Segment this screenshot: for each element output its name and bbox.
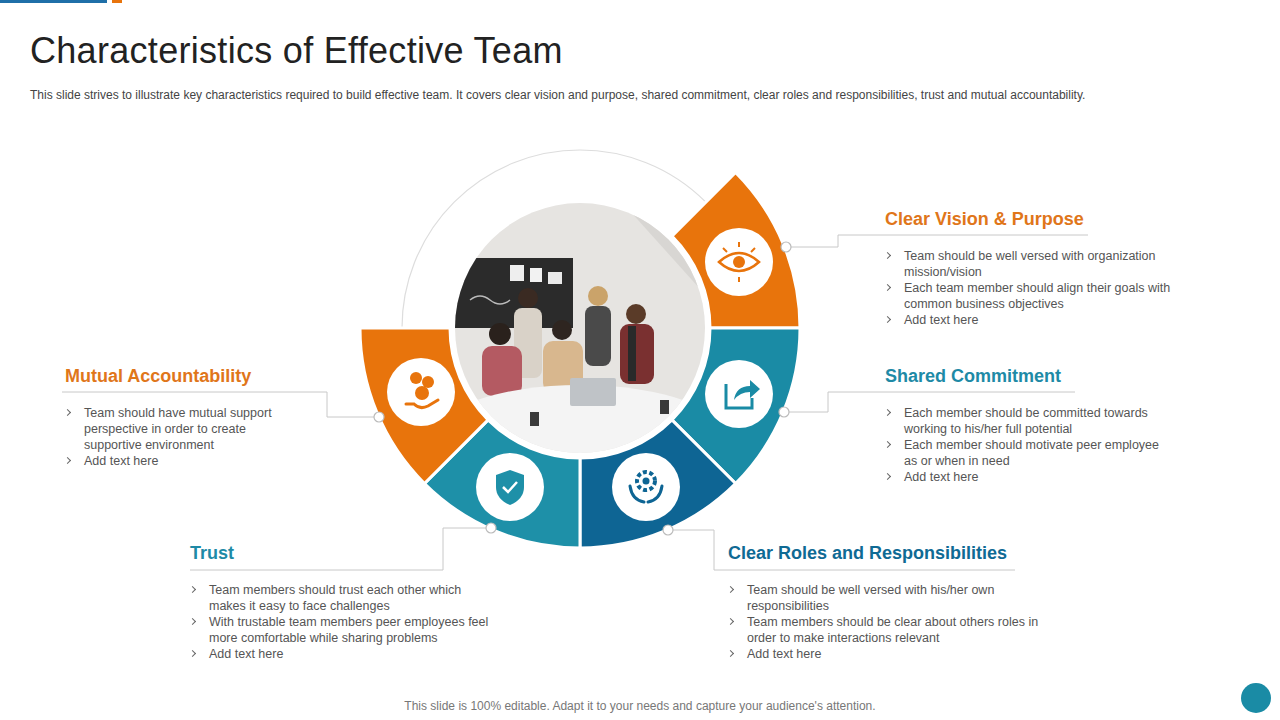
bullet-row: Each member should motivate peer employe… <box>885 437 1168 469</box>
bullet-row: Each team member should align their goal… <box>885 280 1194 312</box>
characteristic-block: Mutual AccountabilityTeam should have mu… <box>65 365 289 469</box>
bullet-text: Add text here <box>209 646 489 662</box>
vision-icon <box>705 228 773 296</box>
bullet-chevron <box>64 457 71 464</box>
bullet-text: Add text here <box>84 453 289 469</box>
bullet-chevron <box>727 586 734 593</box>
footer-note: This slide is 100% editable. Adapt it to… <box>0 698 1280 714</box>
characteristic-heading: Clear Roles and Responsibilities <box>728 542 1062 564</box>
bullet-row: Add text here <box>728 646 1062 662</box>
bullet-row: Team should be well versed with his/her … <box>728 582 1062 614</box>
characteristic-block: Clear Vision & PurposeTeam should be wel… <box>885 208 1194 328</box>
bullet-text: Add text here <box>904 469 1168 485</box>
bullet-text: Team members should trust each other whi… <box>209 582 489 614</box>
bullet-chevron <box>884 316 891 323</box>
bullet-text: Each member should be committed towards … <box>904 405 1168 437</box>
bullet-text: With trustable team members peer employe… <box>209 614 489 646</box>
bullet-text: Team members should be clear about other… <box>747 614 1062 646</box>
bullet-list: Team should have mutual support perspect… <box>65 405 289 469</box>
corner-bar <box>0 0 107 3</box>
bullet-chevron <box>189 586 196 593</box>
bullet-chevron <box>64 409 71 416</box>
bullet-list: Team members should trust each other whi… <box>190 582 489 662</box>
bullet-row: Team should be well versed with organiza… <box>885 248 1194 280</box>
bullet-chevron <box>727 618 734 625</box>
characteristic-heading: Trust <box>190 542 489 564</box>
bullet-chevron <box>884 441 891 448</box>
bullet-text: Team should have mutual support perspect… <box>84 405 289 453</box>
bullet-chevron <box>884 473 891 480</box>
bullet-text: Add text here <box>747 646 1062 662</box>
bullet-text: Each member should motivate peer employe… <box>904 437 1168 469</box>
bullet-list: Team should be well versed with his/her … <box>728 582 1062 662</box>
leader-dot <box>374 242 791 535</box>
bullet-row: Add text here <box>885 469 1168 485</box>
trust-icon <box>476 453 544 521</box>
slide-caption: This slide strives to illustrate key cha… <box>30 87 1085 103</box>
bullet-chevron <box>189 650 196 657</box>
bullet-text: Team should be well versed with his/her … <box>747 582 1062 614</box>
characteristic-heading: Shared Commitment <box>885 365 1168 387</box>
characteristic-heading: Mutual Accountability <box>65 365 289 387</box>
characteristic-block: TrustTeam members should trust each othe… <box>190 542 489 662</box>
characteristic-block: Shared CommitmentEach member should be c… <box>885 365 1168 485</box>
bullet-row: Add text here <box>885 312 1194 328</box>
bullet-row: Add text here <box>190 646 489 662</box>
bullet-row: With trustable team members peer employe… <box>190 614 489 646</box>
bullet-row: Team should have mutual support perspect… <box>65 405 289 453</box>
accountability-icon <box>387 358 455 426</box>
corner-bar <box>112 0 122 3</box>
bullet-list: Team should be well versed with organiza… <box>885 248 1194 328</box>
characteristic-block: Clear Roles and ResponsibilitiesTeam sho… <box>728 542 1062 662</box>
bullet-chevron <box>884 284 891 291</box>
bullet-text: Add text here <box>904 312 1194 328</box>
bullet-row: Add text here <box>65 453 289 469</box>
roles-icon <box>612 453 680 521</box>
bullet-text: Team should be well versed with organiza… <box>904 248 1194 280</box>
bullet-chevron <box>727 650 734 657</box>
bullet-chevron <box>189 618 196 625</box>
team-photo <box>430 200 730 495</box>
bullet-row: Team members should trust each other whi… <box>190 582 489 614</box>
bullet-list: Each member should be committed towards … <box>885 405 1168 485</box>
corner-dot <box>1241 683 1271 713</box>
bullet-row: Team members should be clear about other… <box>728 614 1062 646</box>
bullet-chevron <box>884 252 891 259</box>
share-icon <box>705 360 773 428</box>
bullet-text: Each team member should align their goal… <box>904 280 1194 312</box>
slide-title: Characteristics of Effective Team <box>30 28 563 74</box>
characteristic-heading: Clear Vision & Purpose <box>885 208 1194 230</box>
bullet-row: Each member should be committed towards … <box>885 405 1168 437</box>
bullet-chevron <box>884 409 891 416</box>
